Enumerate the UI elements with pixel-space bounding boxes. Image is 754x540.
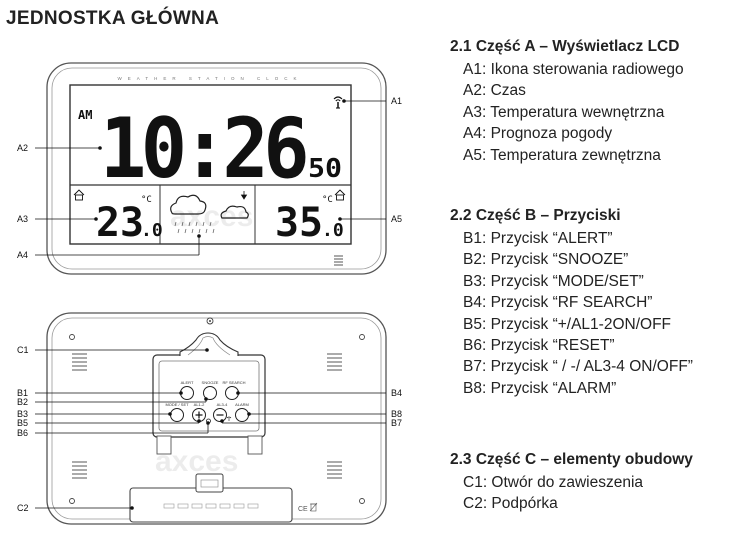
callout-b1: B1	[17, 388, 28, 398]
mode-set-button-label: MODE / SET	[165, 402, 189, 407]
outdoor-temperature-decimal: .0	[322, 220, 344, 241]
snooze-button-label: SNOOZE	[202, 380, 219, 385]
indoor-unit: °C	[141, 195, 152, 205]
callout-b4: B4	[391, 388, 402, 398]
alarm-button[interactable]: ALARM	[235, 402, 249, 422]
arrow-down-icon	[240, 191, 248, 200]
al34-button-label: AL3-4	[217, 402, 228, 407]
list-item: B8: Przycisk “ALARM”	[463, 379, 617, 397]
list-item: A4: Prognoza pogody	[463, 125, 613, 143]
seconds-display: 50	[308, 154, 342, 184]
callout-c1: C1	[17, 345, 29, 355]
indoor-temperature-decimal: .0	[141, 220, 163, 241]
alert-button-label: ALERT	[181, 380, 194, 385]
callout-b3: B3	[17, 409, 28, 419]
plus-al12-button[interactable]: AL1-2	[192, 402, 206, 422]
callout-b7: B7	[391, 418, 402, 428]
outdoor-unit: °C	[322, 195, 333, 205]
ce-mark: CE	[298, 506, 308, 513]
lcd-screen	[69, 84, 352, 245]
list-item: B7: Przycisk “ / -/ AL3-4 ON/OFF”	[463, 358, 693, 376]
stand-support	[129, 473, 293, 523]
brand-text: WEATHER STATION CLOCK	[117, 76, 302, 81]
vent-grille-bottom-right	[327, 461, 342, 479]
section-heading: 2.1 Część A – Wyświetlacz LCD	[450, 38, 680, 55]
trash-bin-icon	[309, 502, 318, 512]
callout-a5: A5	[391, 214, 402, 224]
device-diagram: WEATHER STATION CLOCK AM 10:26 50 23 .0 …	[17, 62, 402, 525]
callout-a1: A1	[391, 96, 402, 106]
list-item: B2: Przycisk “SNOOZE”	[463, 251, 629, 269]
list-item: A1: Ikona sterowania radiowego	[463, 61, 684, 78]
alert-button[interactable]: ALERT	[180, 380, 194, 400]
back-callouts	[35, 348, 386, 510]
list-item: A5: Temperatura zewnętrzna	[463, 146, 661, 164]
list-item: A2: Czas	[463, 82, 526, 100]
callout-b8: B8	[391, 409, 402, 419]
list-item: B1: Przycisk “ALERT”	[463, 230, 613, 247]
radio-signal-icon	[333, 96, 343, 109]
section-buttons: 2.2 Część B – Przyciski B1: Przycisk “AL…	[450, 207, 693, 399]
list-item: C2: Podpórka	[463, 495, 558, 513]
list-item: B3: Przycisk “MODE/SET”	[463, 272, 644, 290]
front-unit: WEATHER STATION CLOCK AM 10:26 50 23 .0 …	[46, 62, 387, 275]
list-item: A3: Temperatura wewnętrzna	[463, 103, 665, 121]
antenna-small-icon	[226, 416, 232, 421]
vent-grille-top-left	[72, 353, 87, 371]
callout-a4: A4	[17, 250, 28, 260]
section-lcd: 2.1 Część A – Wyświetlacz LCD A1: Ikona …	[450, 38, 684, 166]
vent-grille-top-right	[327, 353, 342, 371]
rf-search-button-label: RF SEARCH	[222, 380, 245, 385]
list-item: C1: Otwór do zawieszenia	[463, 474, 644, 491]
time-display: 10:26	[100, 100, 306, 197]
list-item: B5: Przycisk “+/AL1-2ON/OFF	[463, 315, 672, 333]
section-heading: 2.2 Część B – Przyciski	[450, 207, 621, 224]
al12-button-label: AL1-2	[194, 402, 205, 407]
page-title: JEDNOSTKA GŁÓWNA	[6, 8, 220, 29]
list-item: B4: Przycisk “RF SEARCH”	[463, 294, 653, 312]
list-item: B6: Przycisk “RESET”	[463, 337, 615, 355]
callout-a2: A2	[17, 143, 28, 153]
am-indicator: AM	[78, 108, 92, 122]
callout-a3: A3	[17, 214, 28, 224]
back-unit: ALERT SNOOZE RF SEARCH MODE / SET AL1-2 …	[46, 312, 387, 525]
rain-icon	[174, 221, 215, 234]
vent-grille-bottom-left	[72, 461, 87, 479]
snooze-button[interactable]: SNOOZE	[202, 380, 219, 400]
callout-c2: C2	[17, 503, 29, 513]
speaker-grille-icon	[334, 255, 343, 266]
watermark-back: axces	[155, 445, 238, 478]
home-icon	[73, 189, 85, 201]
indoor-temperature: 23	[96, 200, 144, 246]
cloud-icon	[170, 194, 249, 219]
alarm-button-label: ALARM	[235, 402, 249, 407]
callout-b2: B2	[17, 397, 28, 407]
callout-b6: B6	[17, 428, 28, 438]
minus-al34-button[interactable]: AL3-4	[213, 402, 229, 422]
section-heading: 2.3 Część C – elementy obudowy	[450, 451, 693, 468]
callout-b5: B5	[17, 418, 28, 428]
watermark-front: axces	[170, 200, 253, 233]
home-icon-outdoor	[334, 189, 346, 201]
front-callouts	[35, 99, 386, 256]
outdoor-temperature: 35	[275, 200, 323, 246]
section-housing: 2.3 Część C – elementy obudowy C1: Otwór…	[450, 451, 693, 515]
